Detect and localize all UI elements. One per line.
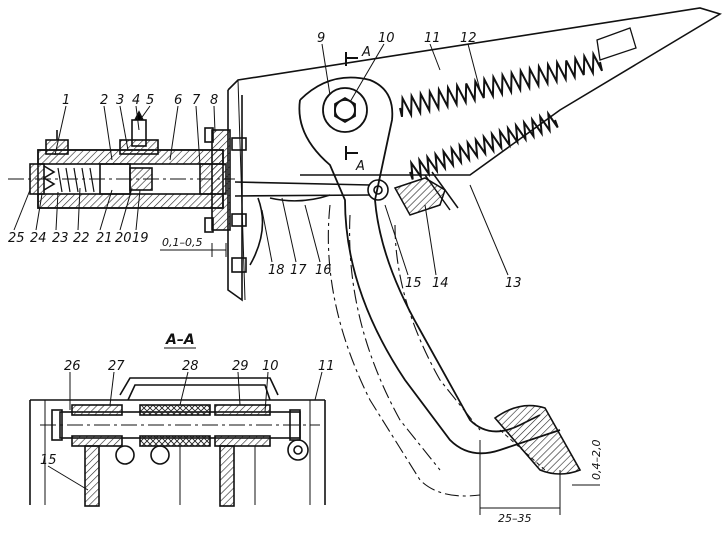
leader-line	[467, 43, 481, 91]
dimension-lines	[160, 243, 600, 515]
section-callout-27: 27	[108, 359, 125, 374]
leader-line	[169, 105, 179, 161]
pedal-lever	[298, 76, 561, 455]
leader-line	[54, 105, 67, 156]
callout-labels: 1 2 3 4 5 6 7 8 9 10 11 12 13 14 15 16 1…	[8, 31, 603, 525]
callout-24: 24	[30, 231, 47, 246]
section-mark-top: A	[361, 45, 371, 60]
return-spring-upper	[399, 50, 603, 119]
leader-line	[213, 105, 216, 133]
pedal-pad	[493, 404, 582, 475]
callout-23: 23	[52, 231, 69, 246]
section-title: A–A	[165, 332, 195, 348]
leader-line	[119, 105, 129, 151]
callout-7: 7	[192, 93, 201, 108]
leader-line	[429, 43, 441, 71]
section-callout-29: 29	[232, 359, 249, 374]
leader-line	[264, 371, 269, 413]
callout-22: 22	[73, 231, 90, 246]
callout-5: 5	[146, 93, 154, 108]
leader-line	[13, 189, 31, 231]
section-callout-28: 28	[182, 359, 199, 374]
section-a-a-view	[29, 377, 326, 507]
leader-line	[77, 187, 81, 231]
section-callout-11: 11	[318, 359, 335, 374]
leader-line	[237, 371, 241, 406]
callout-25: 25	[8, 231, 25, 246]
dimension-pad-gap: 0,4–2,0	[590, 440, 603, 481]
leader-line	[384, 204, 409, 276]
callout-17: 17	[290, 263, 307, 278]
callout-16: 16	[315, 263, 332, 278]
leader-line	[261, 209, 273, 263]
leader-line	[469, 184, 509, 276]
callout-10: 10	[378, 31, 395, 46]
pushrod	[234, 179, 389, 266]
leader-line	[424, 204, 437, 276]
leader-line	[55, 191, 59, 231]
leader-line	[304, 204, 321, 263]
leader-line	[314, 371, 323, 401]
callout-11: 11	[424, 31, 441, 46]
callout-19: 19	[132, 231, 149, 246]
leader-line	[349, 43, 385, 103]
callout-2: 2	[100, 93, 108, 108]
leader-line	[35, 193, 43, 231]
pedal-bracket	[227, 7, 722, 302]
callout-18: 18	[268, 263, 285, 278]
leader-line	[119, 187, 133, 231]
section-callout-15: 15	[40, 453, 57, 468]
dimension-pedal-travel: 25–35	[498, 512, 532, 525]
leader-line	[195, 105, 201, 166]
dimension-rod-gap: 0,1–0,5	[162, 236, 203, 249]
section-mark-bottom: A	[355, 159, 365, 174]
callout-8: 8	[210, 93, 218, 108]
callout-15: 15	[405, 276, 422, 291]
leader-line	[47, 465, 89, 491]
callout-20: 20	[115, 231, 132, 246]
leader-line	[321, 43, 331, 96]
adjuster-bolt	[393, 171, 459, 216]
section-callout-26: 26	[64, 359, 81, 374]
leader-line	[281, 197, 297, 263]
callout-13: 13	[505, 276, 522, 291]
callout-1: 1	[62, 93, 70, 108]
callout-4: 4	[132, 93, 140, 108]
callout-6: 6	[174, 93, 182, 108]
callout-9: 9	[317, 31, 325, 46]
pedal-travel-outline	[327, 204, 481, 497]
leader-line	[139, 105, 151, 121]
leader-line	[103, 105, 113, 161]
master-cylinder	[8, 110, 247, 273]
leader-line	[179, 371, 189, 406]
leader-line	[109, 371, 115, 406]
leader-line	[135, 105, 140, 131]
leader-line	[99, 189, 113, 231]
return-spring-lower	[409, 110, 559, 181]
leader-line	[135, 189, 141, 231]
callout-leaders	[13, 43, 509, 491]
callout-12: 12	[460, 31, 477, 46]
callout-3: 3	[116, 93, 124, 108]
section-callout-10: 10	[262, 359, 279, 374]
section-cut-marks	[345, 52, 358, 160]
callout-21: 21	[96, 231, 113, 246]
callout-14: 14	[432, 276, 449, 291]
